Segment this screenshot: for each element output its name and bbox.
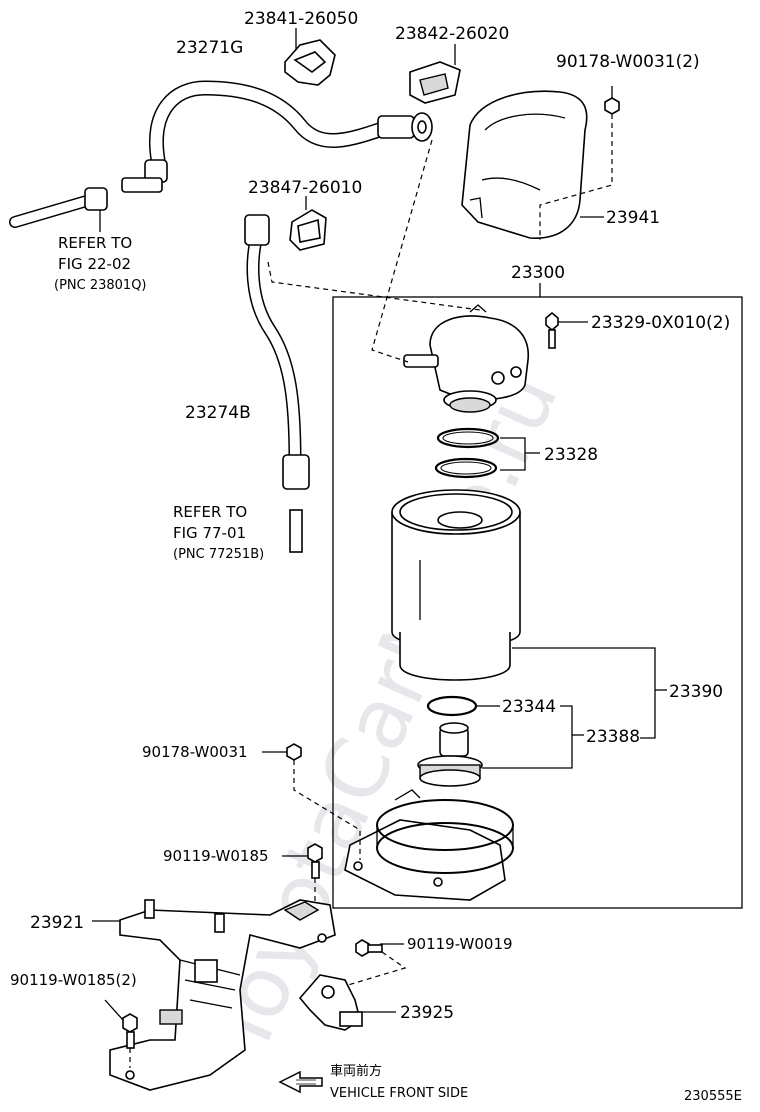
- assembly-box-23300: [332, 296, 743, 909]
- label-23388: 23388: [586, 727, 640, 747]
- ref1-line1: REFER TO: [58, 234, 132, 252]
- ref2-line1: REFER TO: [173, 503, 247, 521]
- return-pipe-stub: [289, 509, 303, 553]
- label-23847: 23847-26010: [248, 178, 362, 198]
- bolt-90119-w0185-2: [122, 1013, 138, 1049]
- bracket-23921: [109, 899, 336, 1091]
- drain-plug-23388: [417, 722, 483, 787]
- cover-23941: [461, 90, 588, 239]
- label-23941: 23941: [606, 208, 660, 228]
- fuel-hose-23271g: [121, 80, 433, 193]
- fuel-inlet-pipe: [9, 187, 108, 232]
- label-90178-top: 90178-W0031(2): [556, 52, 700, 72]
- o-rings-23328: [434, 427, 500, 479]
- filter-element-23390: [391, 489, 521, 681]
- sensor-23925: [298, 974, 363, 1031]
- clip-23841: [284, 39, 336, 86]
- label-23300: 23300: [511, 263, 565, 283]
- bolt-23329: [545, 311, 559, 349]
- ref1-line3: (PNC 23801Q): [54, 278, 147, 293]
- direction-en-label: VEHICLE FRONT SIDE: [330, 1086, 468, 1101]
- label-23925: 23925: [400, 1003, 454, 1023]
- label-23841: 23841-26050: [244, 9, 358, 29]
- label-23271g: 23271G: [176, 38, 243, 58]
- label-90119-w0185-2: 90119-W0185(2): [10, 971, 137, 989]
- label-23344: 23344: [502, 697, 556, 717]
- direction-jp-label: 車両前方: [330, 1063, 382, 1079]
- label-90119-w0019: 90119-W0019: [407, 935, 513, 953]
- filter-head: [403, 304, 530, 413]
- ref1-line2: FIG 22-02: [58, 255, 131, 273]
- label-23328: 23328: [544, 445, 598, 465]
- label-23329: 23329-0X010(2): [591, 313, 730, 333]
- label-90119-w0185: 90119-W0185: [163, 847, 269, 865]
- ref2-line2: FIG 77-01: [173, 524, 246, 542]
- nut-90178-mid: [286, 743, 302, 761]
- left-arrow-icon: [278, 1070, 323, 1094]
- fuel-tube-23274b: [244, 214, 310, 490]
- label-23390: 23390: [669, 682, 723, 702]
- clip-23842: [409, 61, 461, 104]
- nut-90178-top: [604, 86, 620, 115]
- clip-23847: [289, 209, 327, 251]
- label-23274b: 23274B: [185, 403, 251, 423]
- ref2-line3: (PNC 77251B): [173, 547, 264, 562]
- label-90178-mid: 90178-W0031: [142, 743, 248, 761]
- label-23842: 23842-26020: [395, 24, 509, 44]
- diagram-code: 230555E: [684, 1089, 742, 1104]
- filter-clamp-bracket: [344, 789, 514, 901]
- bolt-90119-w0019: [355, 939, 383, 957]
- bolt-90119-w0185: [307, 843, 323, 879]
- label-23921: 23921: [30, 913, 84, 933]
